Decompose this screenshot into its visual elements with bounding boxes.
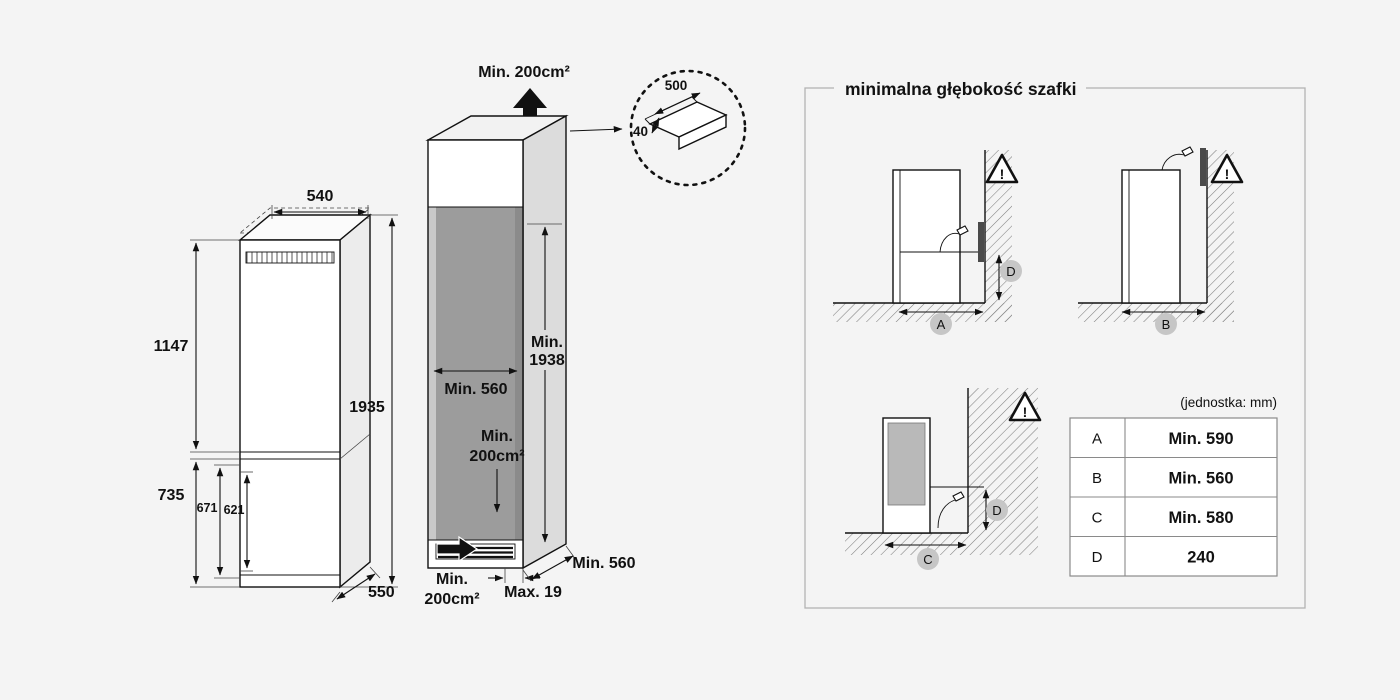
dim-1938-min: Min. — [531, 334, 563, 351]
table-row-value: Min. 580 — [1168, 509, 1233, 527]
dim-d-badge — [1000, 260, 1022, 282]
floor-hatch — [845, 533, 1038, 555]
power-plug-icon — [956, 225, 969, 236]
dim-line-560-depth — [531, 555, 574, 580]
warning-mark: ! — [1023, 404, 1028, 420]
clearance-diagram-b: B ! — [1078, 146, 1244, 335]
warning-triangle-icon — [1210, 153, 1244, 184]
fridge-top-vent-grille — [245, 251, 335, 264]
fridge-front-face — [239, 239, 341, 588]
table-row-key: D — [1092, 549, 1103, 566]
dim-b-badge — [1155, 313, 1177, 335]
dim-621: 621 — [224, 503, 245, 517]
dim-line-40 — [651, 117, 660, 134]
fridge-dimensions-diagram: 540 1147 735 671 621 1935 550 — [154, 188, 398, 603]
dim-550: 550 — [368, 584, 395, 601]
top-vent-label: Min. 200cm² — [478, 64, 570, 81]
table-row-key: C — [1092, 510, 1103, 527]
unit-note: (jednostka: mm) — [1180, 395, 1277, 410]
dim-line-550 — [336, 573, 376, 600]
warning-triangle-icon — [985, 153, 1019, 184]
dim-540: 540 — [307, 188, 334, 205]
clearance-diagram-c: D C ! — [845, 388, 1042, 570]
niche-interior — [436, 207, 515, 540]
airflow-right-arrow-icon — [436, 535, 479, 563]
dim-line-500 — [654, 92, 701, 115]
dim-1147: 1147 — [154, 338, 189, 355]
dim-560-depth: Min. 560 — [572, 555, 635, 572]
dim-671: 671 — [197, 501, 218, 515]
dim-a-badge — [930, 313, 952, 335]
dim-560-inner: Min. 560 — [444, 381, 507, 398]
inner-vent-min: Min. — [481, 428, 513, 445]
niche-dimensions-diagram: Min. 200cm² Min. 1938 Min. 560 Min. 200c… — [424, 64, 635, 608]
wall-socket — [1200, 148, 1206, 186]
detail-panel-edge — [678, 113, 727, 151]
fridge-outline — [1121, 169, 1181, 304]
table-row-value: 240 — [1187, 549, 1215, 567]
table-row-value: Min. 590 — [1168, 430, 1233, 448]
inset-pointer-arrow — [569, 126, 623, 133]
clearance-diagram-a: D A ! — [833, 150, 1022, 335]
dim-max-19: Max. 19 — [504, 584, 562, 601]
cabinet-depth-panel: minimalna głębokość szafki D A ! — [804, 79, 1306, 609]
power-plug-icon — [1181, 146, 1194, 157]
dim-500: 500 — [665, 78, 688, 93]
top-vent-detail-inset: 500 40 — [569, 69, 747, 187]
panel-title: minimalna głębokość szafki — [845, 79, 1076, 99]
bottom-vent-value: 200cm² — [424, 591, 479, 608]
power-plug-icon — [952, 491, 965, 502]
table-row-key: B — [1092, 470, 1102, 487]
inner-vent-value: 200cm² — [469, 448, 524, 465]
dim-d-label: D — [1006, 264, 1015, 279]
warning-mark: ! — [1000, 166, 1005, 182]
dim-735: 735 — [158, 487, 185, 504]
power-cord — [1161, 153, 1185, 171]
dim-b-label: B — [1162, 317, 1171, 332]
table-row-key: A — [1092, 431, 1102, 448]
airflow-up-arrow-icon — [513, 88, 547, 128]
table-row-value: Min. 560 — [1168, 470, 1233, 488]
dim-c-badge — [917, 548, 939, 570]
power-cord — [937, 499, 956, 529]
power-cord — [939, 232, 960, 253]
wall-socket — [978, 222, 984, 262]
fridge-outline — [892, 169, 961, 304]
dim-d-label: D — [992, 503, 1001, 518]
bottom-vent-min: Min. — [436, 571, 468, 588]
fridge-interior — [887, 422, 926, 506]
dim-d-badge — [986, 499, 1008, 521]
dim-1938-value: 1938 — [529, 352, 565, 369]
dim-a-label: A — [937, 317, 946, 332]
dimension-table: (jednostka: mm) A Min. 590 B Min. 560 C … — [1069, 395, 1278, 577]
dim-c-label: C — [923, 552, 932, 567]
warning-triangle-icon — [1008, 391, 1042, 422]
dim-40: 40 — [633, 124, 648, 139]
warning-mark: ! — [1225, 166, 1230, 182]
dim-1935: 1935 — [349, 399, 385, 416]
